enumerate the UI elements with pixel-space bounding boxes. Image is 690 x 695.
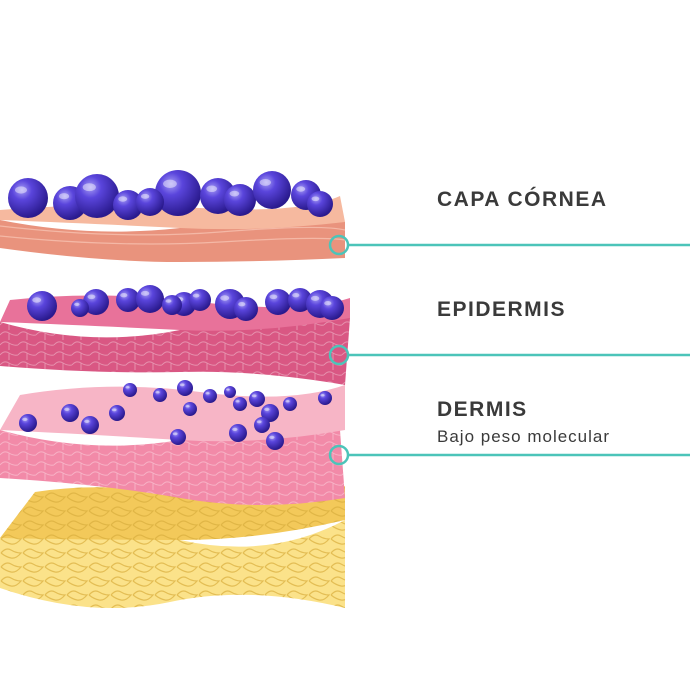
molecule-sphere: [155, 170, 201, 216]
molecule-highlight: [155, 390, 160, 394]
molecule-highlight: [58, 193, 70, 200]
molecule-sphere: [183, 402, 197, 416]
molecule-highlight: [259, 178, 272, 186]
molecule-highlight: [32, 297, 42, 303]
molecule-sphere: [318, 391, 332, 405]
molecule-highlight: [220, 295, 230, 301]
molecule-highlight: [324, 301, 332, 306]
molecule-highlight: [163, 179, 177, 188]
molecule-highlight: [320, 393, 325, 397]
cornea-front: [0, 220, 345, 262]
label-capa-cornea: CAPA CÓRNEA: [437, 188, 608, 211]
molecule-highlight: [84, 419, 90, 424]
molecule-highlight: [269, 294, 278, 300]
molecule-highlight: [74, 302, 80, 307]
molecule-highlight: [111, 408, 117, 412]
molecule-highlight: [165, 299, 172, 303]
label-epidermis: EPIDERMIS: [437, 298, 567, 321]
label-dermis: DERMIS: [437, 398, 528, 421]
molecule-highlight: [15, 186, 27, 194]
molecule-sphere: [162, 295, 182, 315]
molecule-sphere: [203, 389, 217, 403]
molecule-sphere: [229, 424, 247, 442]
molecule-sphere: [320, 296, 344, 320]
molecule-highlight: [179, 383, 185, 387]
molecule-sphere: [283, 397, 297, 411]
molecule-sphere: [136, 188, 164, 216]
molecule-group: [8, 170, 344, 450]
molecule-highlight: [185, 404, 190, 408]
molecule-sphere: [19, 414, 37, 432]
molecule-sphere: [113, 190, 143, 220]
molecule-highlight: [125, 385, 130, 389]
molecule-highlight: [232, 427, 238, 432]
callout-marker-dermis: [328, 444, 350, 466]
molecule-sphere: [261, 404, 279, 422]
molecule-sphere: [177, 380, 193, 396]
molecule-highlight: [296, 186, 306, 192]
molecule-sphere: [136, 285, 164, 313]
molecule-sphere: [189, 289, 211, 311]
molecule-sphere: [27, 291, 57, 321]
molecule-sphere: [81, 416, 99, 434]
molecule-highlight: [292, 293, 300, 298]
molecule-sphere: [123, 383, 137, 397]
molecule-highlight: [206, 185, 218, 193]
molecule-sphere: [307, 191, 333, 217]
molecule-highlight: [140, 290, 150, 296]
callout-marker-epidermis: [328, 344, 350, 366]
molecule-highlight: [172, 432, 178, 436]
molecule-sphere: [83, 289, 109, 315]
molecule-highlight: [311, 196, 320, 202]
label-dermis-sub: Bajo peso molecular: [437, 427, 611, 446]
molecule-sphere: [116, 288, 140, 312]
molecule-highlight: [235, 399, 240, 403]
molecule-sphere: [75, 174, 119, 218]
molecule-highlight: [238, 302, 246, 307]
molecule-highlight: [120, 293, 128, 298]
molecule-highlight: [310, 295, 320, 301]
molecule-highlight: [64, 407, 70, 412]
molecule-highlight: [251, 394, 257, 398]
molecule-highlight: [205, 391, 210, 395]
molecule-sphere: [224, 386, 236, 398]
molecule-highlight: [269, 435, 275, 440]
molecule-sphere: [170, 429, 186, 445]
molecule-sphere: [253, 171, 291, 209]
molecule-sphere: [265, 289, 291, 315]
callout-cornea: [328, 234, 690, 256]
molecule-highlight: [22, 417, 28, 422]
molecule-highlight: [226, 388, 230, 391]
molecule-sphere: [61, 404, 79, 422]
molecule-highlight: [264, 407, 270, 412]
callout-epidermis: [328, 344, 690, 366]
molecule-highlight: [118, 196, 128, 202]
hypodermis-layer: [0, 486, 345, 609]
molecule-highlight: [87, 294, 96, 300]
molecule-sphere: [233, 397, 247, 411]
molecule-highlight: [229, 190, 240, 197]
molecule-highlight: [192, 293, 200, 298]
molecule-highlight: [140, 193, 150, 199]
molecule-highlight: [82, 183, 96, 192]
molecule-highlight: [256, 420, 262, 424]
molecule-sphere: [249, 391, 265, 407]
molecule-sphere: [266, 432, 284, 450]
callout-dermis: [328, 444, 690, 466]
molecule-sphere: [109, 405, 125, 421]
callout-marker-cornea: [328, 234, 350, 256]
molecule-sphere: [224, 184, 256, 216]
molecule-sphere: [288, 288, 312, 312]
molecule-sphere: [234, 297, 258, 321]
molecule-sphere: [254, 417, 270, 433]
molecule-sphere: [8, 178, 48, 218]
molecule-sphere: [71, 299, 89, 317]
molecule-sphere: [153, 388, 167, 402]
molecule-highlight: [285, 399, 290, 403]
